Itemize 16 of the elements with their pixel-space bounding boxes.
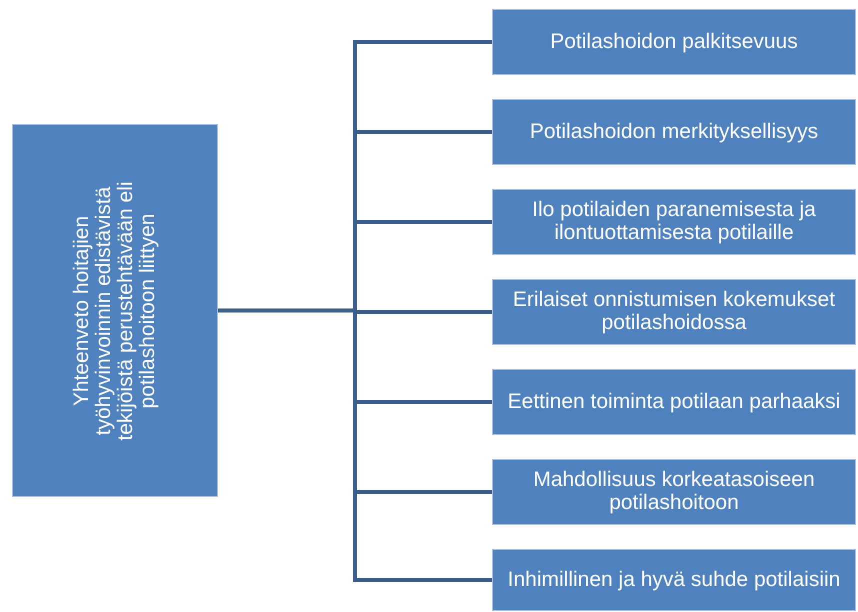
category-box: [492, 549, 856, 611]
box-label: Potilashoidon palkitsevuus: [549, 30, 799, 54]
box-label: Potilashoidon merkityksellisyys: [528, 120, 820, 144]
box-label: Eettinen toiminta potilaan parhaaksi: [506, 390, 842, 414]
summary-box: [12, 124, 218, 497]
category-box: [492, 9, 856, 75]
box-label: Ilo potilaiden paranemisesta ja ilontuottamisesta potilaille: [531, 199, 817, 245]
category-box: [492, 369, 856, 435]
box-label: Mahdollisuus korkeatasoiseen potilashoitoon: [532, 469, 816, 515]
category-box: [492, 189, 856, 255]
box-label: Erilaiset onnistumisen kokemukset potilashoidossa: [512, 289, 836, 335]
category-box: [492, 279, 856, 345]
category-box: [492, 459, 856, 525]
category-box: [492, 99, 856, 165]
box-label: Inhimillinen ja hyvä suhde potilaisiin: [506, 568, 842, 592]
box-label: Yhteenveto hoitajien työhyvinvoinnin edistävistä tekijöistä perustehtävään eli potilashoitoon liittyen: [70, 180, 160, 442]
